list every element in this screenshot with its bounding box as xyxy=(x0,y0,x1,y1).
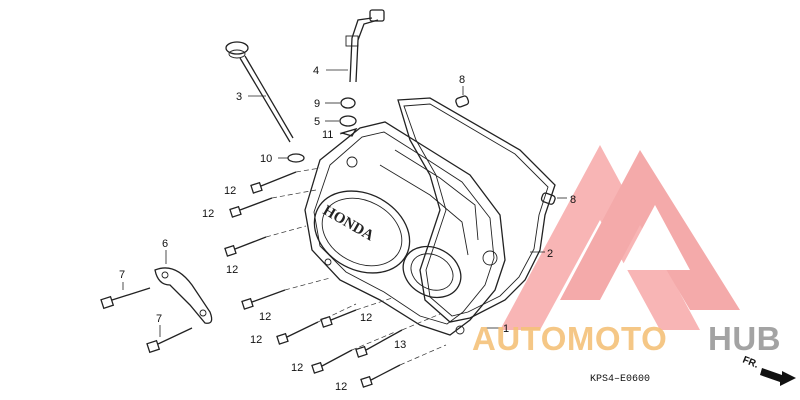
callout-7b: 7 xyxy=(156,313,162,325)
bolt-7-upper xyxy=(100,282,151,310)
callout-12h: 12 xyxy=(335,381,347,393)
callout-12a: 12 xyxy=(224,185,236,197)
bolt-12-a xyxy=(250,167,321,194)
watermark-word-secondary: HUB xyxy=(708,320,781,357)
bolt-12-c xyxy=(224,225,307,257)
callout-5: 5 xyxy=(314,116,320,128)
dipstick-part xyxy=(225,41,294,143)
front-direction-arrow-icon xyxy=(760,368,796,386)
bolt-7-lower xyxy=(146,325,193,354)
bolt-12-e xyxy=(320,297,393,328)
dowel-pin-part-upper xyxy=(455,86,470,108)
bolt-12-g xyxy=(311,331,396,374)
callout-12c: 12 xyxy=(226,264,238,276)
gasket-part xyxy=(397,97,556,323)
crankcase-cover-part: HONDA xyxy=(304,121,506,336)
washer-part xyxy=(325,115,357,127)
callout-11: 11 xyxy=(322,129,333,141)
bolt-12-f xyxy=(276,303,357,345)
callout-12d: 12 xyxy=(259,311,271,323)
callout-12b: 12 xyxy=(202,208,214,220)
bolt-12-h xyxy=(360,344,447,388)
watermark-word-primary: AUTOMOTO xyxy=(472,320,667,357)
callout-3: 3 xyxy=(236,91,242,103)
callout-12e: 12 xyxy=(360,312,372,324)
diagram-code: KPS4–E0600 xyxy=(590,374,650,385)
watermark-wordmark: AUTOMOTO HUB xyxy=(472,320,781,357)
oring-part xyxy=(325,97,356,109)
callout-1: 1 xyxy=(503,323,509,335)
seal-part xyxy=(278,153,305,163)
callout-8a: 8 xyxy=(459,74,465,86)
callout-12f: 12 xyxy=(250,334,262,346)
cover-emboss-text: HONDA xyxy=(320,203,376,245)
bolt-12-d xyxy=(241,277,331,310)
clip-part xyxy=(339,127,358,137)
callout-9: 9 xyxy=(314,98,320,110)
direction-label: FR. xyxy=(741,355,760,371)
bolt-13 xyxy=(355,313,441,358)
watermark-triangle-icon xyxy=(500,145,740,330)
callout-12g: 12 xyxy=(291,362,303,374)
callout-8b: 8 xyxy=(570,194,576,206)
dowel-pin-part-right xyxy=(540,192,567,205)
sensor-tube-part xyxy=(326,9,385,83)
callout-10: 10 xyxy=(260,153,272,165)
bolt-12-b xyxy=(229,189,317,218)
bracket-part xyxy=(154,250,213,324)
callout-4: 4 xyxy=(313,65,319,77)
callout-13: 13 xyxy=(394,339,406,351)
callout-2: 2 xyxy=(547,248,553,260)
callout-7a: 7 xyxy=(119,269,125,281)
callout-6: 6 xyxy=(162,238,168,250)
